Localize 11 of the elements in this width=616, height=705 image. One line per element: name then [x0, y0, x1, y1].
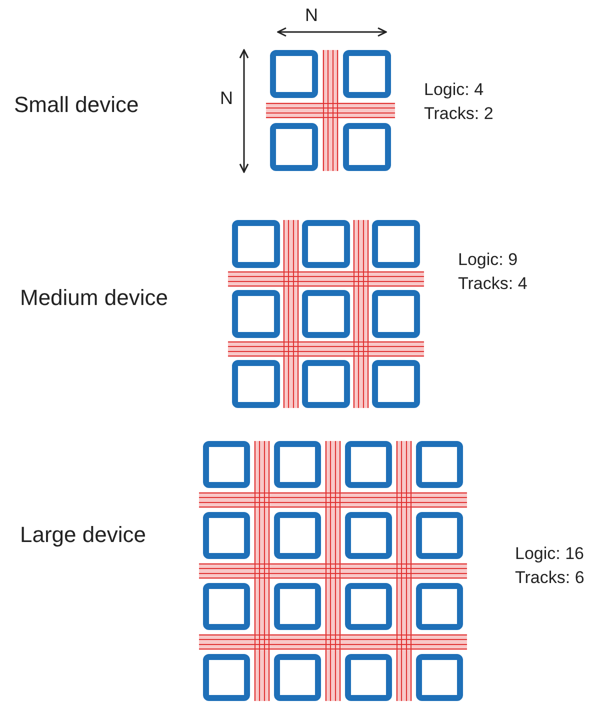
track-count: Tracks: 6: [515, 568, 584, 588]
device-label: Large device: [20, 522, 146, 548]
dimension-label: N: [220, 88, 233, 109]
logic-count: Logic: 9: [458, 250, 518, 270]
device-label: Medium device: [20, 285, 168, 310]
logic-count: Logic: 16: [515, 544, 584, 564]
logic-count: Logic: 4: [424, 80, 484, 100]
track-count: Tracks: 2: [424, 104, 494, 124]
track-count: Tracks: 4: [458, 274, 528, 294]
dimension-label: N: [305, 5, 318, 26]
device-label: Small device: [14, 92, 139, 118]
